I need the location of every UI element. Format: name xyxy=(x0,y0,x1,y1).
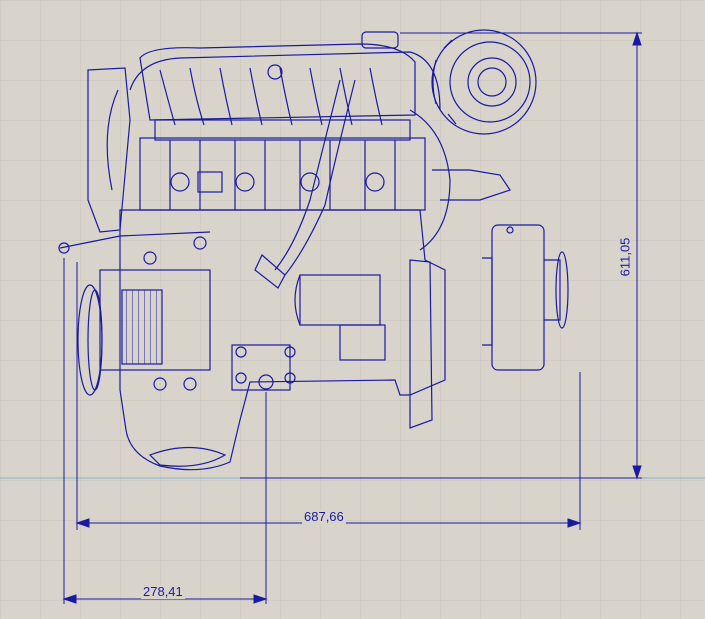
alternator xyxy=(58,231,211,396)
height-dimension-label: 611,05 xyxy=(617,235,633,279)
cylinder-head xyxy=(139,119,426,211)
air-filter xyxy=(431,29,537,135)
starter xyxy=(294,274,386,361)
hoses xyxy=(106,79,511,289)
intake-manifold xyxy=(129,31,441,126)
right-module xyxy=(482,224,569,371)
width-dimension-label: 687,66 xyxy=(302,509,346,524)
oil-filter xyxy=(231,344,296,391)
engine-outline xyxy=(58,29,569,471)
engine-block xyxy=(119,209,446,471)
offset-dimension-label: 278,41 xyxy=(141,584,185,599)
